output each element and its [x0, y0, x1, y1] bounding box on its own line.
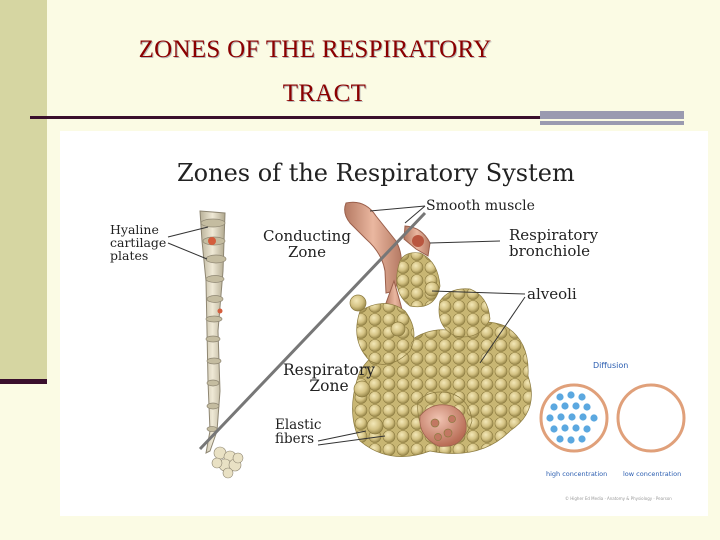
label-line: plates: [110, 248, 149, 264]
alveolar-sacs: [349, 252, 532, 457]
figure-credit: © Higher Ed Media · Anatomy & Physiology…: [565, 496, 672, 501]
label-smooth-muscle: Smooth muscle: [426, 198, 535, 214]
diffusion-inset: [539, 383, 686, 453]
title-divider-accent-2: [540, 121, 684, 125]
label-leader-lines: [167, 205, 526, 446]
slide-title-line-2: TRACT: [282, 80, 367, 107]
label-line: Hyaline: [110, 222, 159, 237]
label-respiratory-zone: Respiratory Zone: [283, 362, 375, 395]
label-respiratory-bronchiole: Respiratory bronchiole: [509, 226, 599, 260]
label-hyaline-cartilage: Hyaline cartilage plates: [110, 222, 167, 264]
inset-low-concentration-caption: low concentration: [623, 470, 682, 478]
zone-division-line: [198, 211, 427, 451]
figure-title: Zones of the Respiratory System: [177, 159, 575, 187]
label-line: Elastic: [275, 417, 322, 433]
label-line: Zone: [309, 377, 349, 396]
respiratory-zones-figure: Zones of the Respiratory System Hyaline …: [60, 131, 708, 516]
label-line: Zone: [287, 242, 326, 261]
label-line: bronchiole: [509, 241, 591, 260]
bronchus-tree: [199, 210, 244, 479]
label-conducting-zone: Conducting Zone: [263, 227, 351, 261]
inset-diffusion-title: Diffusion: [593, 361, 629, 370]
label-line: Respiratory: [283, 361, 376, 379]
slide-title-line-1: ZONES OF THE RESPIRATORY: [138, 36, 492, 63]
left-accent-bar: [0, 0, 47, 382]
title-divider-accent: [540, 111, 684, 119]
left-accent-underline: [0, 379, 47, 384]
label-elastic-fibers: Elastic fibers: [275, 417, 322, 448]
label-alveoli: alveoli: [527, 285, 577, 303]
inset-high-concentration-caption: high concentration: [546, 470, 608, 478]
title-divider: [30, 116, 540, 119]
label-line: Conducting: [263, 227, 351, 245]
label-line: fibers: [275, 431, 315, 448]
respiratory-illustration: [167, 201, 686, 479]
slide-title: ZONES OF THE RESPIRATORY TRACT: [0, 28, 640, 116]
label-line: Respiratory: [509, 226, 599, 244]
label-line: cartilage: [110, 235, 167, 251]
